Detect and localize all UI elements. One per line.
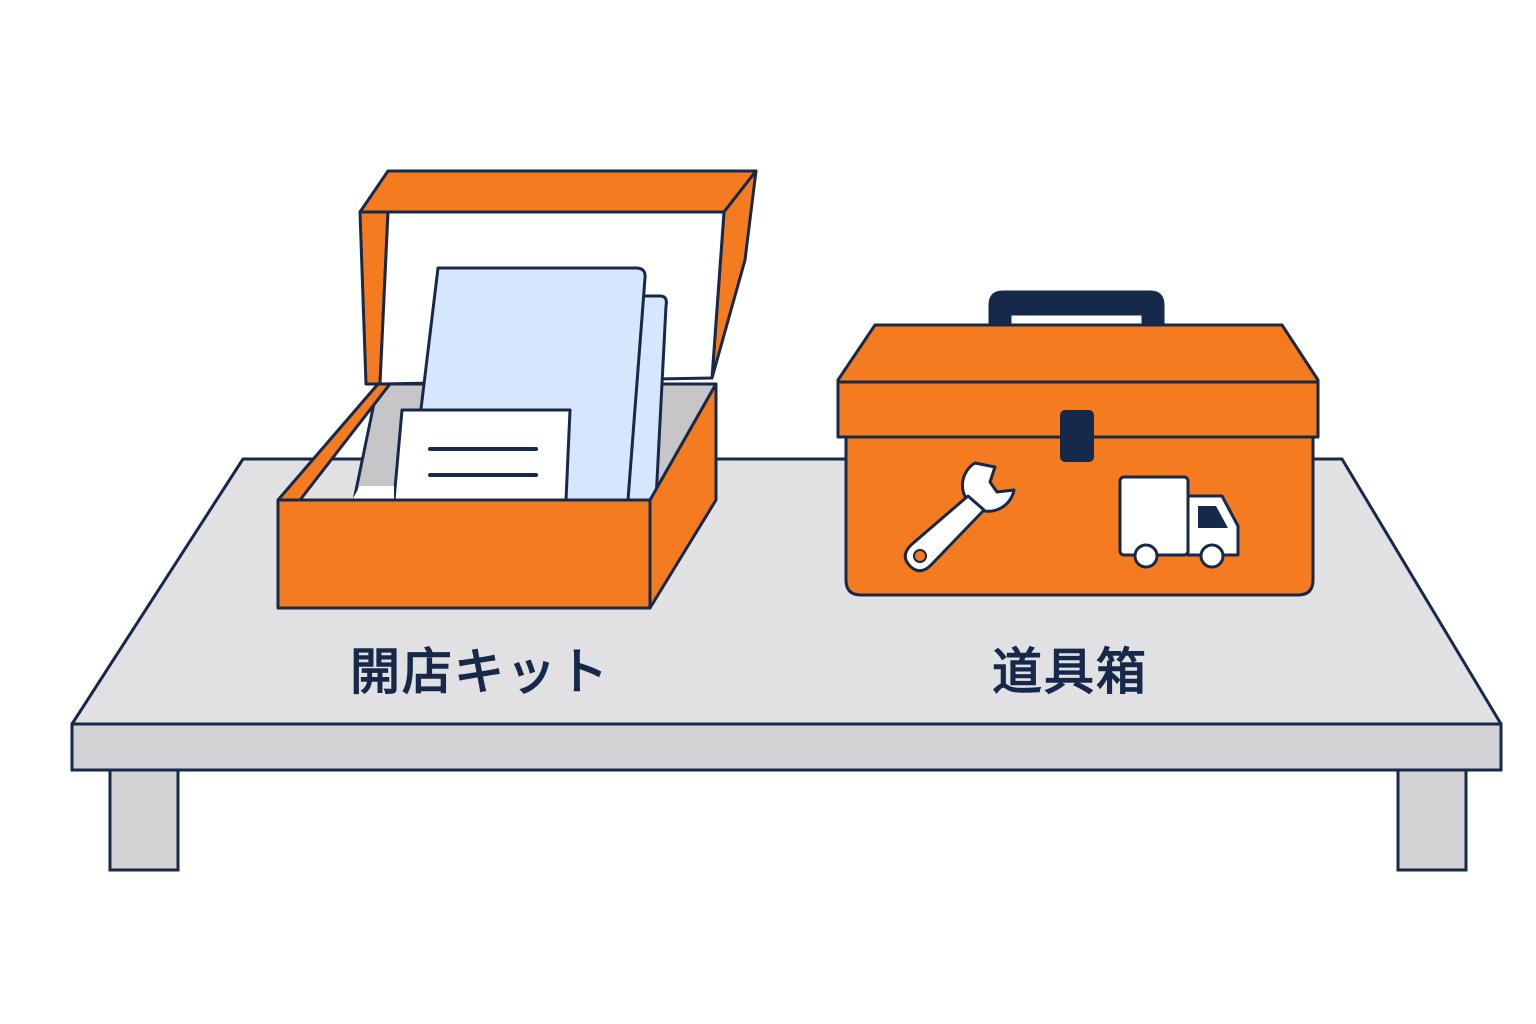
table-leg-right	[1396, 768, 1468, 872]
truck-icon-cargo	[1118, 475, 1190, 557]
wrench-icon-hole	[913, 549, 927, 563]
opening-kit-label: 開店キット	[350, 643, 610, 701]
toolbox	[836, 290, 1320, 597]
wrench-icon	[903, 461, 1016, 573]
box-lid	[358, 169, 758, 214]
truck-icon-wheel	[1199, 543, 1225, 569]
document-paper	[392, 408, 572, 502]
truck-icon-window	[1198, 506, 1228, 528]
opening-kit-box	[276, 169, 758, 610]
document-icon	[392, 408, 572, 502]
toolbox-latch	[1060, 410, 1094, 462]
box-inner-floor	[352, 486, 394, 500]
table-front-edge	[70, 722, 1503, 772]
truck-icon	[1118, 475, 1240, 569]
toolbox-label: 道具箱	[992, 643, 1148, 701]
truck-icon-wheel	[1133, 543, 1159, 569]
table-leg-left	[108, 768, 180, 872]
box-front	[276, 498, 652, 610]
